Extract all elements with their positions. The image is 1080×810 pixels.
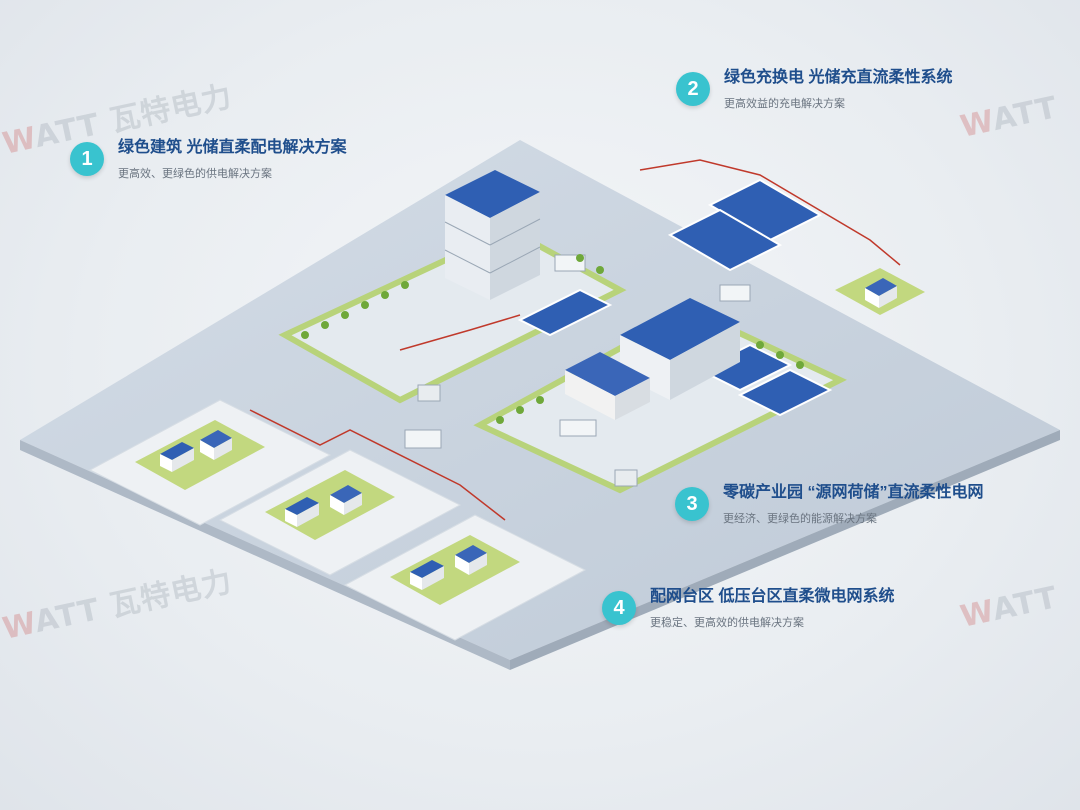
- power-cables: [249, 159, 901, 521]
- callout-subtitle: 更高效益的充电解决方案: [724, 98, 845, 110]
- callout-subtitle: 更经济、更绿色的能源解决方案: [723, 513, 877, 525]
- callout-title: 配网台区 低压台区直柔微电网系统: [650, 588, 895, 605]
- callout-title: 零碳产业园 “源网荷储”直流柔性电网: [723, 484, 984, 501]
- houses: [160, 278, 897, 590]
- factory-building: [565, 298, 740, 420]
- callout-title: 绿色建筑 光储直柔配电解决方案: [118, 139, 347, 156]
- callout-number-badge: 2: [676, 72, 710, 106]
- callout-number-badge: 4: [602, 591, 636, 625]
- callout-subtitle: 更稳定、更高效的供电解决方案: [650, 617, 804, 629]
- callout-2: 2 绿色充换电 光储充直流柔性系统 更高效益的充电解决方案: [676, 68, 952, 111]
- platform-edge: [20, 440, 510, 670]
- callout-number-badge: 1: [70, 142, 104, 176]
- callout-number-badge: 3: [675, 487, 709, 521]
- platform-edge-right: [510, 430, 1060, 670]
- trees: [301, 254, 804, 424]
- callout-subtitle: 更高效、更绿色的供电解决方案: [118, 168, 272, 180]
- callout-title: 绿色充换电 光储充直流柔性系统: [724, 69, 953, 86]
- callout-1: 1 绿色建筑 光储直柔配电解决方案 更高效、更绿色的供电解决方案: [70, 138, 346, 181]
- solar-carports: [517, 178, 833, 417]
- callout-4: 4 配网台区 低压台区直柔微电网系统 更稳定、更高效的供电解决方案: [602, 587, 894, 630]
- callout-3: 3 零碳产业园 “源网荷储”直流柔性电网 更经济、更绿色的能源解决方案: [675, 483, 983, 526]
- office-building: [444, 170, 541, 300]
